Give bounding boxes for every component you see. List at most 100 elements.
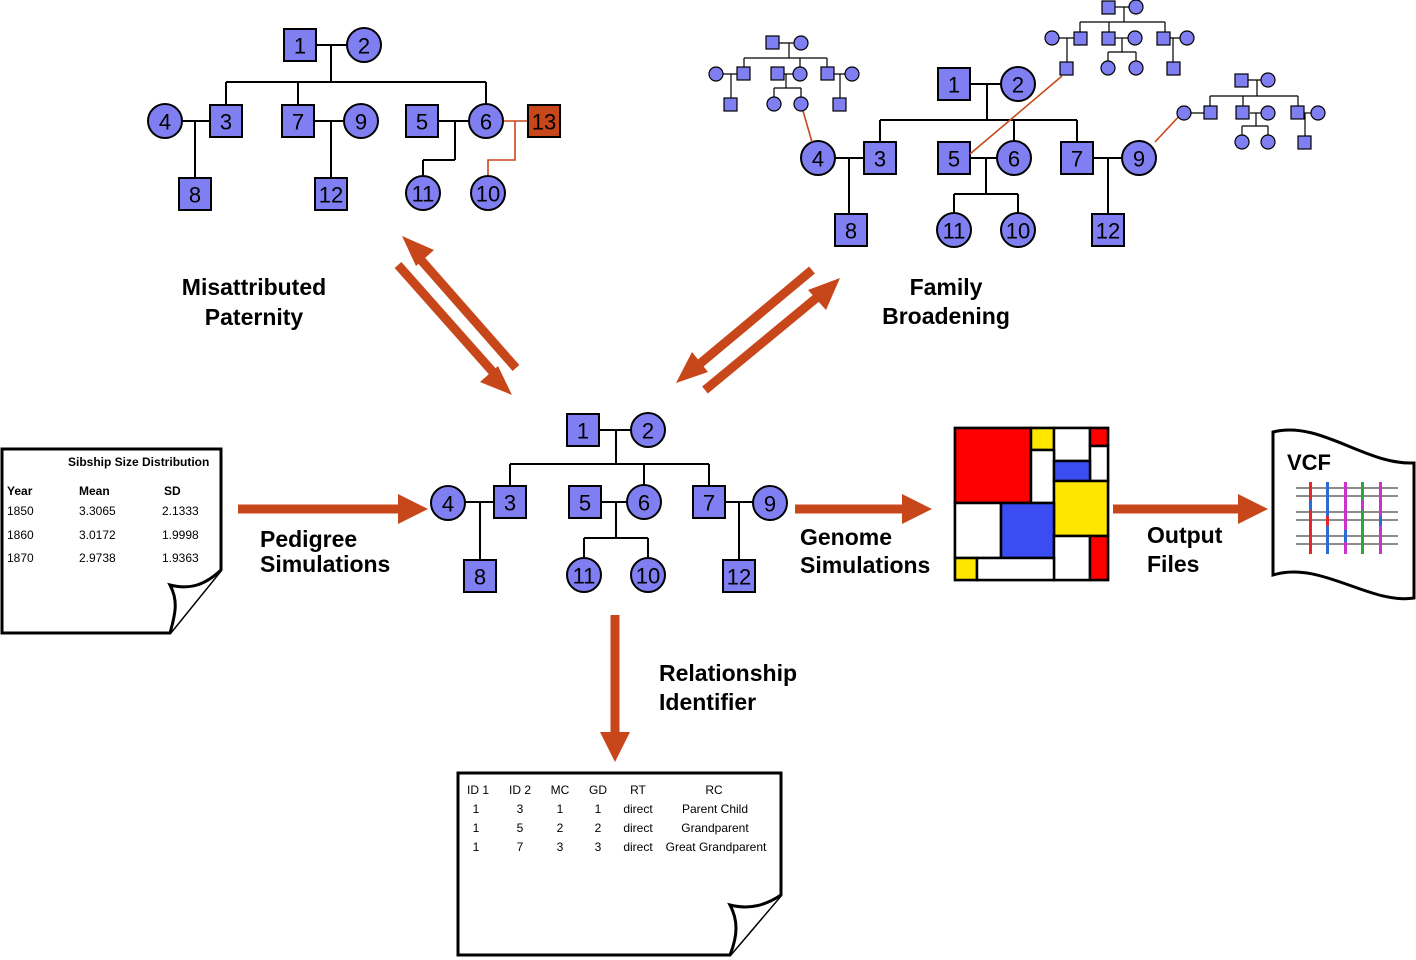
individual-7-id: 7 (1071, 147, 1083, 172)
individual-6-id: 6 (480, 110, 492, 135)
individual-12: 12 (1091, 213, 1125, 247)
rel-cell: 3 (557, 840, 564, 854)
label-output-2: Files (1147, 551, 1199, 577)
individual-5-id: 5 (948, 147, 960, 172)
sibship-cell: 3.0172 (79, 528, 116, 542)
individual-7: 7 (1060, 141, 1094, 175)
rel-cell: 2 (595, 821, 602, 835)
individual-11-id: 11 (412, 182, 435, 207)
individual-4-id: 4 (812, 147, 824, 172)
individual-5: 5 (405, 104, 439, 138)
individual-9-id: 9 (764, 492, 776, 517)
rel-cell: 1 (473, 821, 480, 835)
rel-cell: Great Grandparent (666, 840, 767, 854)
relationship-row: 1 7 3 3 direct Great Grandparent (473, 840, 767, 854)
sibship-cell: 1860 (7, 528, 34, 542)
individual-10-id: 10 (476, 182, 500, 207)
rel-cell: 1 (557, 802, 564, 816)
individual-4: 4 (430, 485, 466, 521)
rel-cell: 1 (473, 840, 480, 854)
individual-2: 2 (346, 27, 382, 63)
individual-9: 9 (343, 103, 379, 139)
individual-9: 9 (1121, 140, 1157, 176)
individual-4: 4 (147, 103, 183, 139)
sibship-cell: 1850 (7, 504, 34, 518)
individual-2-id: 2 (358, 34, 370, 59)
individual-5-id: 5 (416, 110, 428, 135)
label-genome-2: Simulations (800, 552, 930, 578)
individual-1-id: 1 (577, 419, 589, 444)
individual-3-id: 3 (220, 110, 232, 135)
sibship-cell: 3.3065 (79, 504, 116, 518)
relationship-header-row: ID 1 ID 2 MC GD RT RC (467, 783, 723, 797)
arrow-misattributed-to-main (394, 262, 512, 395)
stage-labels: Misattributed Paternity Family Broadenin… (182, 274, 1223, 715)
individual-3-id: 3 (874, 147, 886, 172)
rel-header-mc: MC (551, 783, 570, 797)
individual-8: 8 (463, 559, 497, 593)
added-family-left (708, 35, 860, 112)
individual-3-id: 3 (504, 491, 516, 516)
individual-7: 7 (692, 485, 726, 519)
rel-cell: direct (623, 840, 653, 854)
individual-8-id: 8 (845, 219, 857, 244)
individual-11-id: 11 (573, 564, 596, 589)
individual-1: 1 (283, 28, 317, 62)
individual-11: 11 (405, 175, 441, 211)
individual-3: 3 (209, 104, 243, 138)
label-misattributed-2: Paternity (205, 304, 304, 330)
label-family-1: Family (910, 274, 983, 300)
individual-2: 2 (630, 412, 666, 448)
individual-13-misattributed: 13 (527, 104, 561, 138)
individual-1-id: 1 (948, 73, 960, 98)
individual-7-id: 7 (292, 110, 304, 135)
sibship-document: Sibship Size Distribution Year Mean SD 1… (0, 447, 223, 635)
arrows (238, 236, 1268, 762)
genome-mondrian-graphic (953, 426, 1110, 582)
individual-9-id: 9 (355, 110, 367, 135)
rel-cell: 7 (517, 840, 524, 854)
added-family-right (1176, 72, 1326, 150)
individual-8: 8 (834, 213, 868, 247)
added-family-top (1044, 0, 1195, 76)
individual-6: 6 (468, 103, 504, 139)
arrow-family-to-main (676, 266, 815, 383)
individual-12: 12 (314, 177, 348, 211)
relationship-document: ID 1 ID 2 MC GD RT RC 1 3 1 1 direct Par… (456, 771, 783, 957)
individual-1: 1 (937, 67, 971, 101)
label-pedigree-1: Pedigree (260, 526, 357, 552)
individual-5: 5 (568, 485, 602, 519)
individual-11: 11 (566, 557, 602, 593)
individual-7-id: 7 (703, 491, 715, 516)
arrow-main-to-family (702, 278, 840, 394)
sibship-cell: 1.9363 (162, 551, 199, 565)
individual-4: 4 (800, 140, 836, 176)
individual-10: 10 (1000, 212, 1036, 248)
rel-cell: Parent Child (682, 802, 748, 816)
individual-8: 8 (178, 177, 212, 211)
sibship-title: Sibship Size Distribution (68, 455, 209, 469)
sibship-cell: 1870 (7, 551, 34, 565)
rel-cell: 5 (517, 821, 524, 835)
individual-6: 6 (996, 140, 1032, 176)
individual-2-id: 2 (642, 419, 654, 444)
individual-10: 10 (470, 175, 506, 211)
rel-header-id2: ID 2 (509, 783, 531, 797)
individual-12: 12 (722, 559, 756, 593)
arrow-output-files (1113, 494, 1268, 524)
rel-header-id1: ID 1 (467, 783, 489, 797)
individual-3: 3 (493, 485, 527, 519)
individual-10-id: 10 (1006, 219, 1030, 244)
rel-cell: direct (623, 821, 653, 835)
rel-cell: 3 (595, 840, 602, 854)
individual-9: 9 (752, 485, 788, 521)
individual-2-id: 2 (1012, 73, 1024, 98)
rel-header-rc: RC (705, 783, 723, 797)
individual-2: 2 (1000, 66, 1036, 102)
individual-8-id: 8 (474, 565, 486, 590)
arrow-main-to-misattributed (402, 236, 520, 371)
sibship-cell: 2.9738 (79, 551, 116, 565)
individual-10: 10 (630, 557, 666, 593)
individual-11: 11 (936, 212, 972, 248)
